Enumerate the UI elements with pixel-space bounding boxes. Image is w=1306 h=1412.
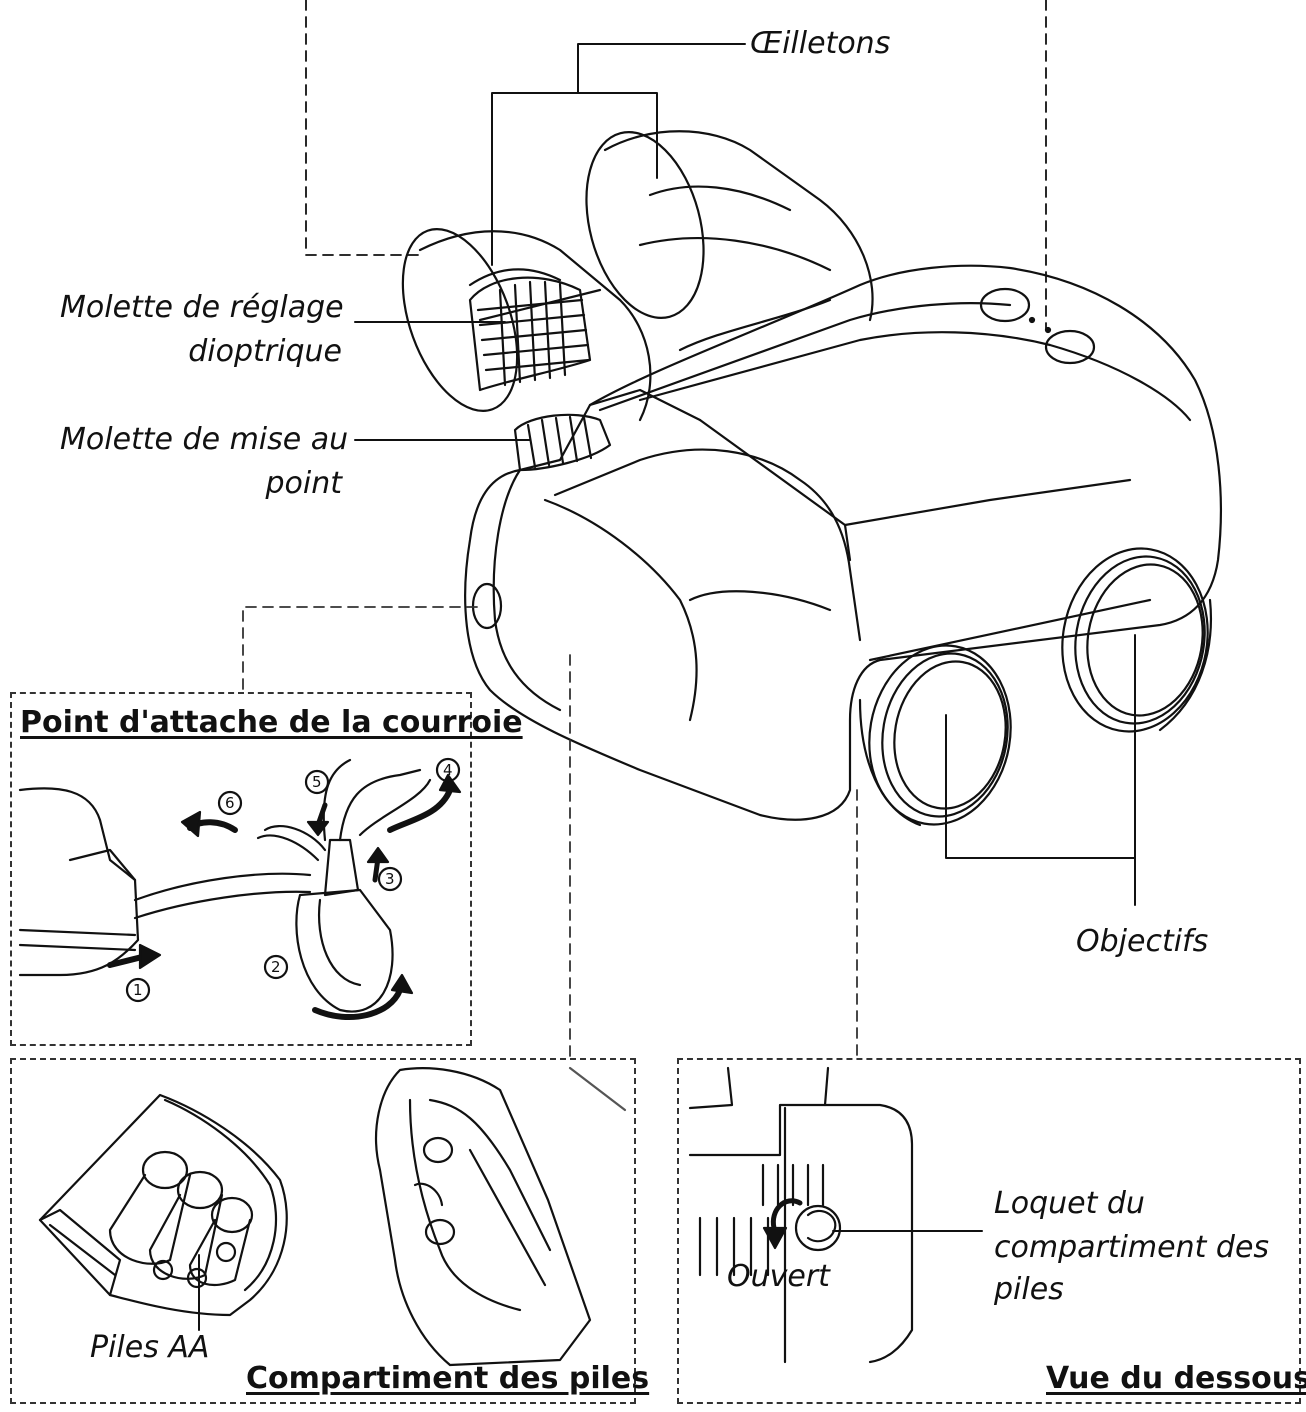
step-2: 2 [271,958,281,976]
strap-illustration [18,757,462,1020]
dashed-connector-strap [242,606,478,693]
step-1: 1 [133,981,143,999]
step-4: 4 [443,761,453,779]
dashed-connector-top [305,0,421,256]
focus-label-line2: point [265,466,342,501]
step-5: 5 [312,773,322,791]
focus-wheel [513,388,702,472]
step-3: 3 [385,870,395,888]
diopter-label-line2: dioptrique [188,334,342,369]
step-6: 6 [225,794,235,812]
bottom-view-illustration [688,1066,914,1364]
latch-label-line2: compartiment des [994,1230,1270,1265]
objectives-label: Objectifs [1076,924,1209,959]
latch-label-line3: piles [994,1272,1064,1307]
battery-panel [10,1058,636,1404]
open-label: Ouvert [727,1259,830,1294]
bottom-view-panel-title: Vue du dessous [1046,1361,1306,1396]
eyepiece-left [401,228,652,422]
strap-panel-title: Point d'attache de la courroie [20,705,523,740]
battery-housing-illustration [374,1066,627,1367]
diopter-label-line1: Molette de réglage [60,290,344,325]
strap-step-numbers: 1 2 3 4 5 6 [133,761,453,999]
eyecups-label: Œilletons [750,26,891,61]
battery-tray-illustration [38,1093,288,1317]
objective-lenses [858,547,1212,827]
leader-objectives [945,634,1136,906]
binocular-body [464,264,1222,821]
bottom-view-panel [677,1058,1301,1404]
batteries-aa-label: Piles AA [90,1330,210,1365]
eyepiece-right [585,130,874,352]
latch-label-line1: Loquet du [994,1186,1145,1221]
focus-label-line1: Molette de mise au [60,422,349,457]
battery-panel-title: Compartiment des piles [246,1361,650,1396]
leader-eyecups [491,43,746,266]
strap-panel [10,692,472,1046]
